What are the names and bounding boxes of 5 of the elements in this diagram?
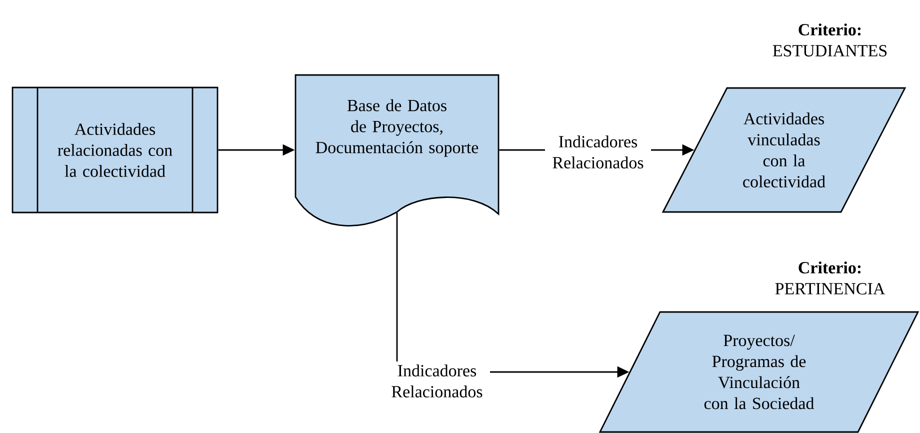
criterion-heading: Criterio: PERTINENCIA: [775, 262, 886, 294]
edge-label: Indicadores Relacionados: [384, 362, 490, 400]
criterion-heading: Criterio: ESTUDIANTES: [772, 24, 887, 56]
edge-label: Indicadores Relacionados: [545, 132, 651, 172]
predefined-process-box: Actividades relacionadas con la colectividad: [12, 86, 218, 214]
